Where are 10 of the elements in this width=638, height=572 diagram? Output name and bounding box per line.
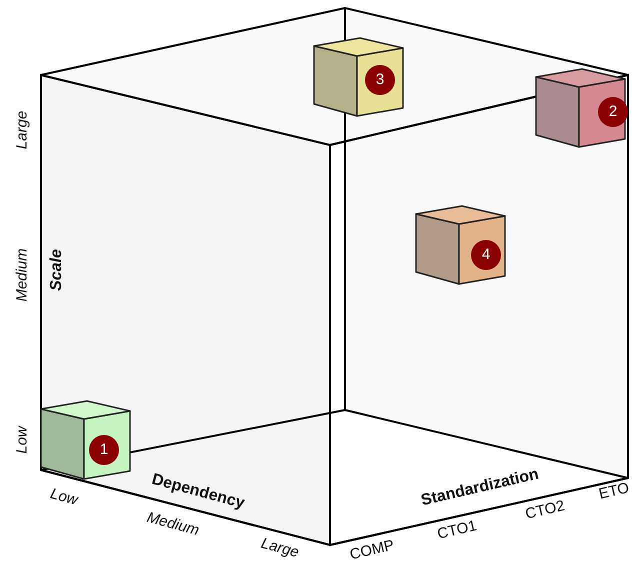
axis-label: Medium xyxy=(145,508,201,540)
axis-label: Low xyxy=(14,426,30,454)
axis-label: Medium xyxy=(14,248,30,302)
axis-label: Low xyxy=(48,485,80,509)
axis-label: Large xyxy=(259,534,301,562)
axis-label: CTO1 xyxy=(436,517,478,543)
axis-label: Large xyxy=(14,110,30,150)
axis-label: COMP xyxy=(348,536,396,564)
axis-label: ETO xyxy=(597,479,631,503)
axis-label: Scale xyxy=(48,249,66,291)
